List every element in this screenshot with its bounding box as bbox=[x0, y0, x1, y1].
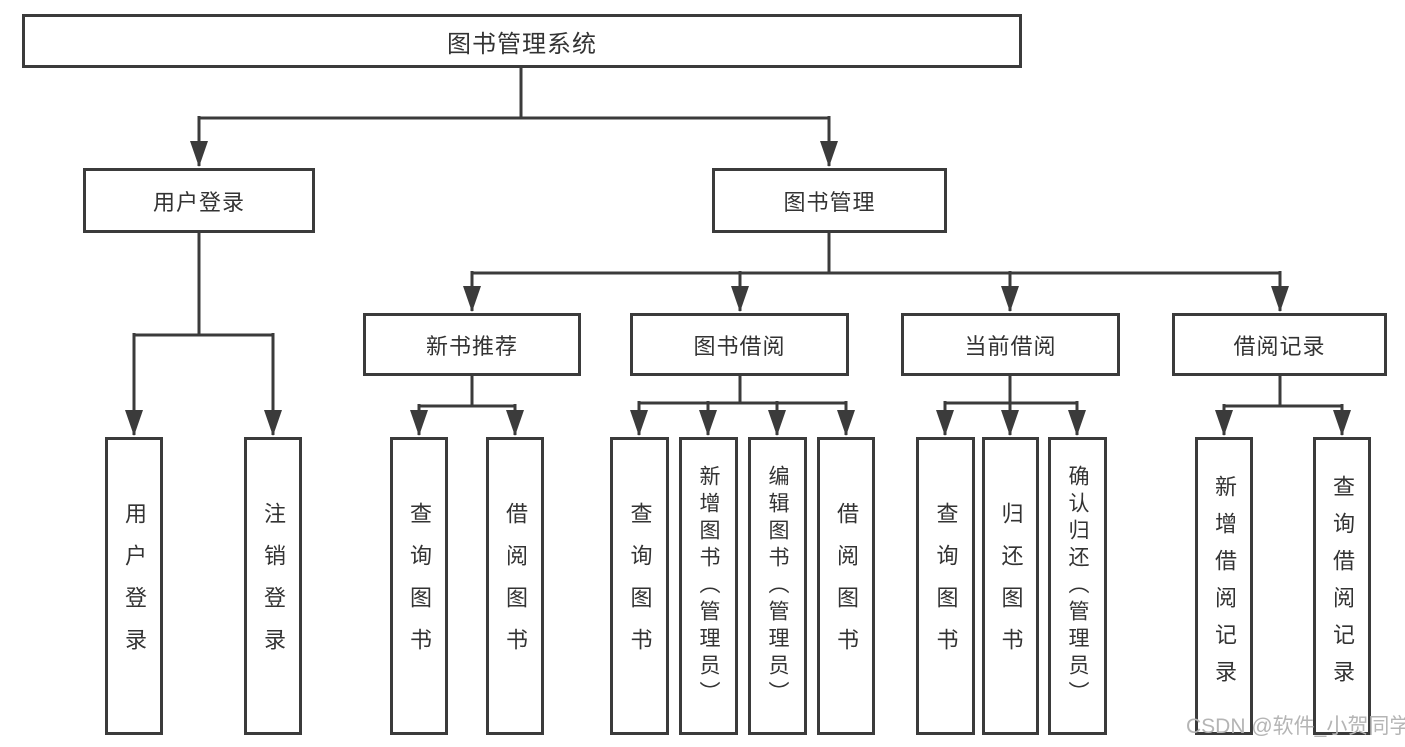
csdn-watermark: CSDN @软件_小贺同学 bbox=[1186, 715, 1405, 738]
leaf-add-borrow-record: 新增借阅记录 bbox=[1195, 437, 1253, 735]
connector-user-login-children bbox=[125, 233, 282, 436]
connector-current-borrow-children bbox=[936, 376, 1086, 436]
leaf-add-borrow-record-label: 新增借阅记录 bbox=[1212, 475, 1237, 697]
leaf-borrow-books-label: 借阅图书 bbox=[834, 502, 859, 670]
leaf-edit-book-admin: 编辑图书（管理员） bbox=[748, 437, 807, 735]
leaf-user-login-label: 用户登录 bbox=[122, 502, 147, 670]
leaf-query-books-recommend-label: 查询图书 bbox=[407, 502, 432, 670]
node-book-borrow: 图书借阅 bbox=[630, 313, 849, 376]
connector-book-borrow-children bbox=[630, 376, 855, 436]
node-book-management-label: 图书管理 bbox=[783, 189, 876, 215]
connector-book-management-children bbox=[463, 233, 1289, 312]
connector-new-book-children bbox=[410, 376, 524, 436]
node-new-book-recommend: 新书推荐 bbox=[363, 313, 581, 376]
node-library-system: 图书管理系统 bbox=[22, 14, 1022, 68]
node-user-login: 用户登录 bbox=[83, 168, 315, 233]
leaf-query-borrow-record: 查询借阅记录 bbox=[1313, 437, 1371, 735]
leaf-user-login: 用户登录 bbox=[105, 437, 163, 735]
leaf-confirm-return-admin: 确认归还（管理员） bbox=[1048, 437, 1107, 735]
leaf-logout-label: 注销登录 bbox=[261, 502, 286, 670]
node-book-management: 图书管理 bbox=[712, 168, 947, 233]
node-user-login-label: 用户登录 bbox=[152, 189, 245, 215]
leaf-borrow-books: 借阅图书 bbox=[817, 437, 875, 735]
node-borrow-records-label: 借阅记录 bbox=[1233, 333, 1326, 359]
node-current-borrow-label: 当前借阅 bbox=[964, 333, 1057, 359]
connector-borrow-records-children bbox=[1215, 376, 1351, 436]
leaf-query-books-borrow-label: 查询图书 bbox=[627, 502, 653, 670]
leaf-query-books-recommend: 查询图书 bbox=[390, 437, 448, 735]
leaf-query-books-current-label: 查询图书 bbox=[933, 502, 959, 670]
node-book-borrow-label: 图书借阅 bbox=[693, 333, 786, 359]
leaf-borrow-books-recommend-label: 借阅图书 bbox=[503, 502, 528, 670]
leaf-query-books-borrow: 查询图书 bbox=[610, 437, 669, 735]
leaf-return-book: 归还图书 bbox=[982, 437, 1039, 735]
node-new-book-recommend-label: 新书推荐 bbox=[425, 333, 518, 359]
leaf-confirm-return-admin-label: 确认归还（管理员） bbox=[1066, 464, 1089, 708]
leaf-edit-book-admin-label: 编辑图书（管理员） bbox=[766, 464, 789, 708]
leaf-logout: 注销登录 bbox=[244, 437, 302, 735]
node-library-system-label: 图书管理系统 bbox=[447, 30, 597, 58]
leaf-query-borrow-record-label: 查询借阅记录 bbox=[1330, 475, 1355, 697]
leaf-borrow-books-recommend: 借阅图书 bbox=[486, 437, 544, 735]
node-current-borrow: 当前借阅 bbox=[901, 313, 1120, 376]
node-borrow-records: 借阅记录 bbox=[1172, 313, 1387, 376]
leaf-query-books-current: 查询图书 bbox=[916, 437, 975, 735]
leaf-add-book-admin: 新增图书（管理员） bbox=[679, 437, 738, 735]
leaf-return-book-label: 归还图书 bbox=[998, 502, 1024, 670]
leaf-add-book-admin-label: 新增图书（管理员） bbox=[697, 464, 720, 708]
connector-root-to-level2 bbox=[190, 68, 838, 167]
